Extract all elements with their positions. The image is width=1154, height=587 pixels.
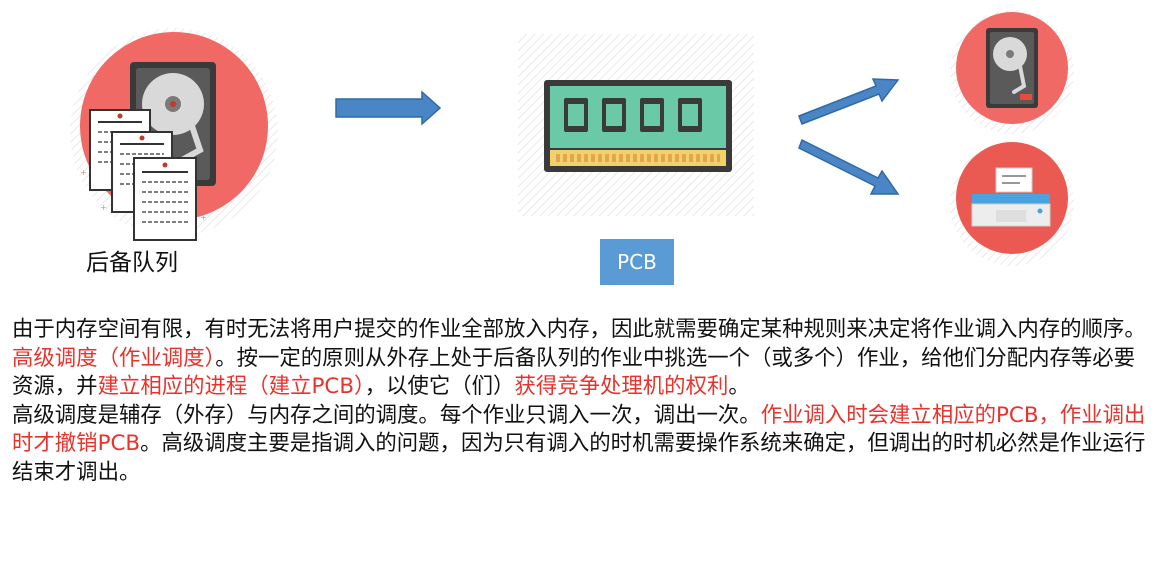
down-right-arrow-icon	[798, 138, 900, 195]
backup-queue-label: 后备队列	[86, 250, 178, 276]
hard-disk-icon	[950, 10, 1074, 134]
svg-text:+: +	[200, 213, 207, 222]
job-document-icon	[133, 157, 197, 241]
pcb-box: PCB	[600, 239, 674, 285]
text-span: 。	[728, 374, 750, 399]
text-span: 由于内存空间有限，有时无法将用户提交的作业全部放入内存，因此就需要确定某种规则来…	[12, 317, 1146, 342]
scheduling-diagram: + + +	[70, 10, 1074, 285]
highlight-text: 作业调入时会建立相应的PCB，作业调出时才撤销PCB	[12, 402, 1146, 457]
highlight-text: 建立相应的进程（建立PCB）	[97, 374, 365, 399]
diagram-canvas: + + +	[70, 10, 1074, 266]
explanation-text: 由于内存空间有限，有时无法将用户提交的作业全部放入内存，因此就需要确定某种规则来…	[12, 316, 1148, 487]
paragraph-high-level-scheduling: 高级调度（作业调度）。按一定的原则从外存上处于后备队列的作业中挑选一个（或多个）…	[12, 345, 1148, 402]
text-span: 高级调度是辅存（外存）与内存之间的调度。每个作业只调入一次，调出一次。	[12, 402, 761, 428]
right-arrow-icon	[335, 90, 442, 126]
paragraph-scheduling-details: 高级调度是辅存（外存）与内存之间的调度。每个作业只调入一次，调出一次。作业调入时…	[12, 402, 1148, 488]
text-span: 。按一定的原则从外存上处于后备队列的作业中挑选一个（或多个）作业，给他们分配内存…	[12, 345, 1136, 400]
svg-text:+: +	[80, 168, 87, 177]
hard-drive-with-jobs-icon: + + +	[70, 28, 278, 241]
text-span: ，以使它（们）	[364, 374, 515, 399]
printer-icon	[950, 142, 1074, 266]
svg-text:+: +	[100, 203, 107, 212]
up-right-arrow-icon	[798, 78, 900, 125]
highlight-text: 高级调度（作业调度）	[12, 345, 216, 371]
highlight-text: 获得竞争处理机的权利	[514, 374, 729, 399]
memory-module-icon	[518, 34, 754, 216]
paragraph-memory-limit: 由于内存空间有限，有时无法将用户提交的作业全部放入内存，因此就需要确定某种规则来…	[12, 316, 1148, 345]
text-span: 。高级调度主要是指调入的问题，因为只有调入的时机需要操作系统来确定，但调出的时机…	[12, 431, 1146, 485]
